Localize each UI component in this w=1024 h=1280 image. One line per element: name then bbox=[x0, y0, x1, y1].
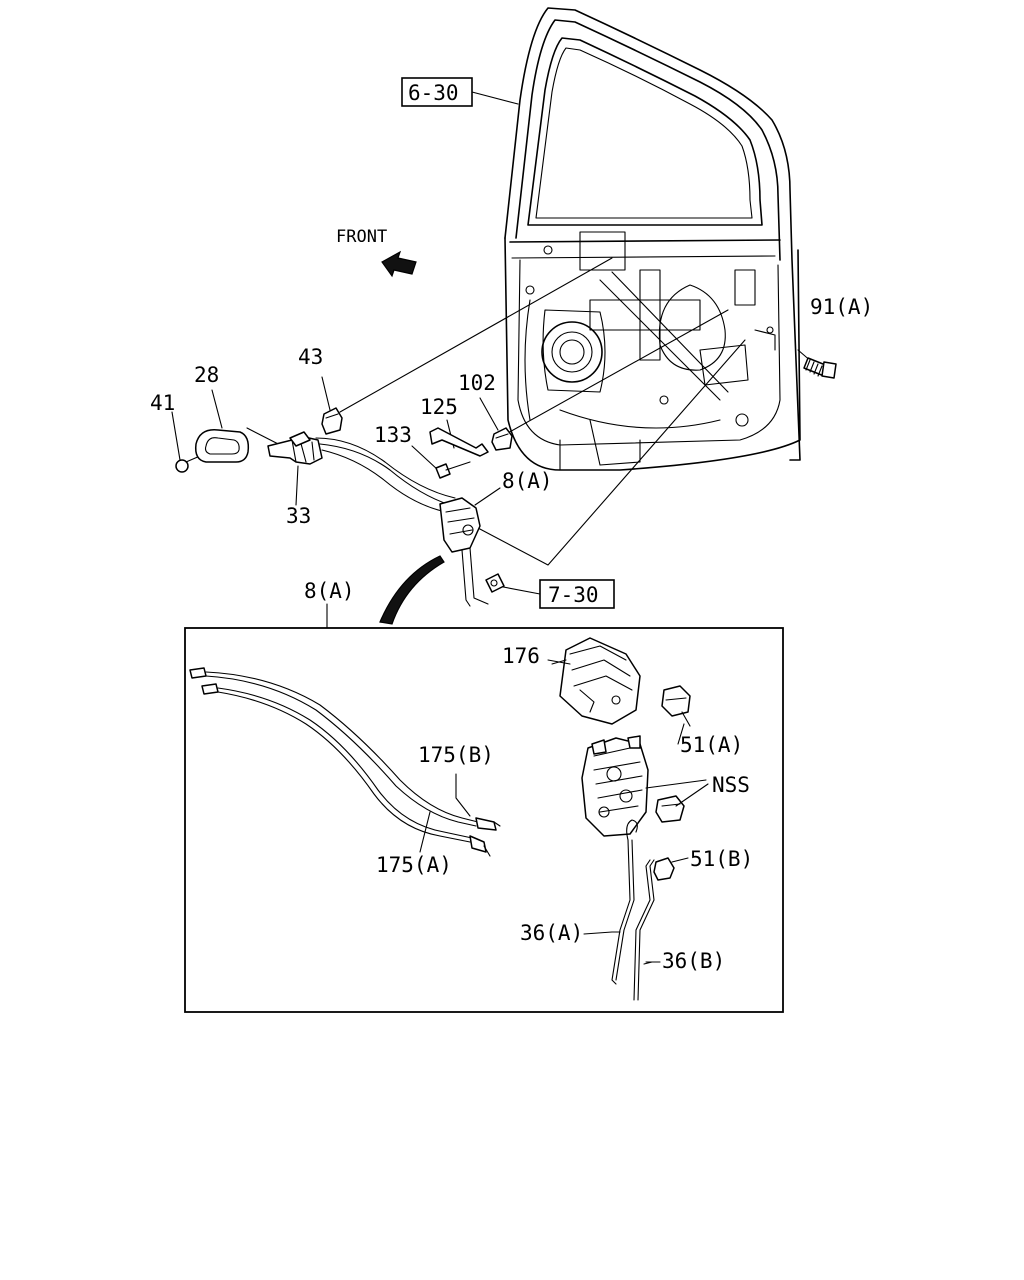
label-28: 28 bbox=[194, 363, 219, 387]
label-175b: 175(B) bbox=[418, 743, 494, 767]
nss-clips bbox=[645, 779, 709, 823]
clip-102 bbox=[491, 427, 513, 451]
clip-43 bbox=[321, 407, 343, 435]
label-36b: 36(B) bbox=[662, 949, 725, 973]
label-176: 176 bbox=[502, 644, 540, 668]
bezel-28 bbox=[194, 429, 250, 463]
front-direction-arrow bbox=[381, 250, 417, 278]
lock-actuator-176 bbox=[551, 637, 641, 725]
door-lock-body bbox=[581, 735, 649, 837]
label-91a: 91(A) bbox=[810, 295, 873, 319]
ref-box-7-30 bbox=[539, 579, 615, 609]
door-panel bbox=[504, 7, 801, 471]
bolt-91a bbox=[803, 357, 837, 379]
cables-175 bbox=[189, 667, 501, 857]
screw-133 bbox=[435, 461, 471, 479]
label-43: 43 bbox=[298, 345, 323, 369]
lock-assembly-8a-small bbox=[439, 497, 505, 607]
bracket-125 bbox=[429, 427, 489, 457]
label-102: 102 bbox=[458, 371, 496, 395]
detail-box bbox=[184, 603, 784, 1013]
label-8a-top: 8(A) bbox=[502, 469, 553, 493]
label-8a-detail: 8(A) bbox=[304, 579, 355, 603]
clip-51b bbox=[653, 857, 675, 881]
label-7-30: 7-30 bbox=[548, 583, 599, 607]
label-41: 41 bbox=[150, 391, 175, 415]
label-6-30: 6-30 bbox=[408, 81, 459, 105]
rods-36 bbox=[611, 819, 655, 1001]
label-133: 133 bbox=[374, 423, 412, 447]
label-front: FRONT bbox=[336, 227, 387, 247]
label-125: 125 bbox=[420, 395, 458, 419]
label-51a: 51(A) bbox=[680, 733, 743, 757]
callout-labels: 6-30 FRONT 91(A) 43 28 41 102 125 133 33… bbox=[150, 77, 873, 973]
label-33: 33 bbox=[286, 504, 311, 528]
ref-box-6-30 bbox=[401, 77, 473, 107]
leader-lines bbox=[171, 91, 813, 595]
handle-33 bbox=[267, 431, 323, 465]
label-nss: NSS bbox=[712, 773, 750, 797]
grommet-51a bbox=[661, 685, 691, 727]
label-175a: 175(A) bbox=[376, 853, 452, 877]
upper-parts bbox=[175, 357, 837, 625]
label-36a: 36(A) bbox=[520, 921, 583, 945]
label-51b: 51(B) bbox=[690, 847, 753, 871]
